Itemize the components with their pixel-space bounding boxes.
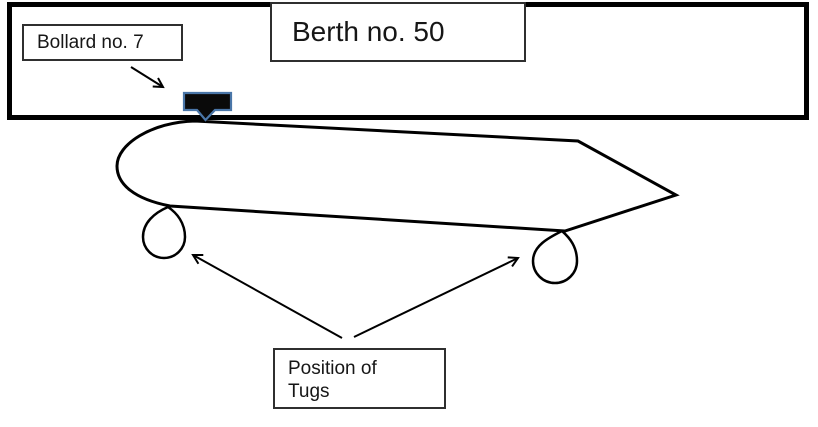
tug-arrow-left — [191, 253, 343, 339]
berth-label-box: Berth no. 50 — [270, 2, 526, 62]
bollard-label-box: Bollard no. 7 — [22, 24, 183, 61]
bollard-arrow — [130, 66, 165, 89]
tugs-label-line2: Tugs — [288, 381, 330, 402]
berth-label: Berth no. 50 — [292, 16, 445, 47]
tug-right — [531, 229, 579, 285]
tugs-label-line1: Position of — [288, 358, 377, 379]
tug-left — [141, 205, 187, 260]
bollard-label: Bollard no. 7 — [37, 32, 144, 53]
tugs-label-box: Position of Tugs — [273, 348, 446, 409]
ship-hull — [115, 119, 680, 233]
tug-arrow-right — [353, 256, 520, 338]
bollard-marker — [182, 91, 233, 122]
